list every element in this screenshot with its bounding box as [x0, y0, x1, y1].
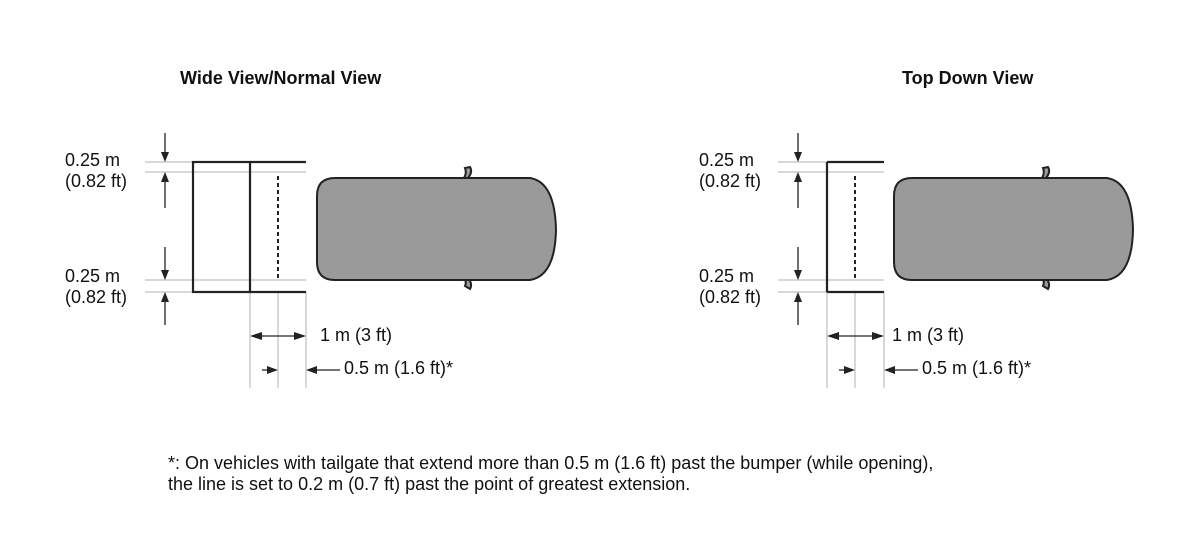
- length-dim-arrow: [250, 332, 306, 340]
- bottom-dim-imperial: (0.82 ft): [65, 287, 127, 307]
- vehicle-icon: [893, 165, 1135, 291]
- top-down-view-diagram: Top Down View 0.25: [699, 68, 1135, 388]
- footnote: *: On vehicles with tailgate that extend…: [168, 453, 933, 495]
- length-dim-label: 1 m (3 ft): [892, 325, 964, 345]
- top-dim-imperial: (0.82 ft): [699, 171, 761, 191]
- length-dim-arrow: [827, 332, 884, 340]
- bottom-width-arrows: [161, 247, 169, 325]
- footnote-line-2: the line is set to 0.2 m (0.7 ft) past t…: [168, 474, 691, 494]
- bottom-dim-metric: 0.25 m: [699, 266, 754, 286]
- wide-view-title: Wide View/Normal View: [180, 68, 382, 88]
- guide-frame: [191, 160, 306, 294]
- bottom-dim-imperial: (0.82 ft): [699, 287, 761, 307]
- guide-frame: [825, 160, 884, 294]
- vehicle-icon: [316, 165, 558, 291]
- guide-lines: [778, 161, 885, 388]
- offset-dim-label: 0.5 m (1.6 ft)*: [344, 358, 453, 378]
- bottom-width-arrows: [794, 247, 802, 325]
- offset-dim-arrows: [839, 366, 918, 374]
- guide-lines: [145, 161, 307, 388]
- footnote-line-1: *: On vehicles with tailgate that extend…: [168, 453, 934, 473]
- top-width-arrows: [794, 133, 802, 208]
- wide-view-diagram: Wide View/Normal View: [65, 68, 558, 388]
- top-width-arrows: [161, 133, 169, 208]
- offset-dim-label: 0.5 m (1.6 ft)*: [922, 358, 1031, 378]
- top-dim-metric: 0.25 m: [699, 150, 754, 170]
- bottom-dim-metric: 0.25 m: [65, 266, 120, 286]
- top-dim-imperial: (0.82 ft): [65, 171, 127, 191]
- offset-dim-arrows: [262, 366, 340, 374]
- top-down-view-title: Top Down View: [902, 68, 1034, 88]
- length-dim-label: 1 m (3 ft): [320, 325, 392, 345]
- top-dim-metric: 0.25 m: [65, 150, 120, 170]
